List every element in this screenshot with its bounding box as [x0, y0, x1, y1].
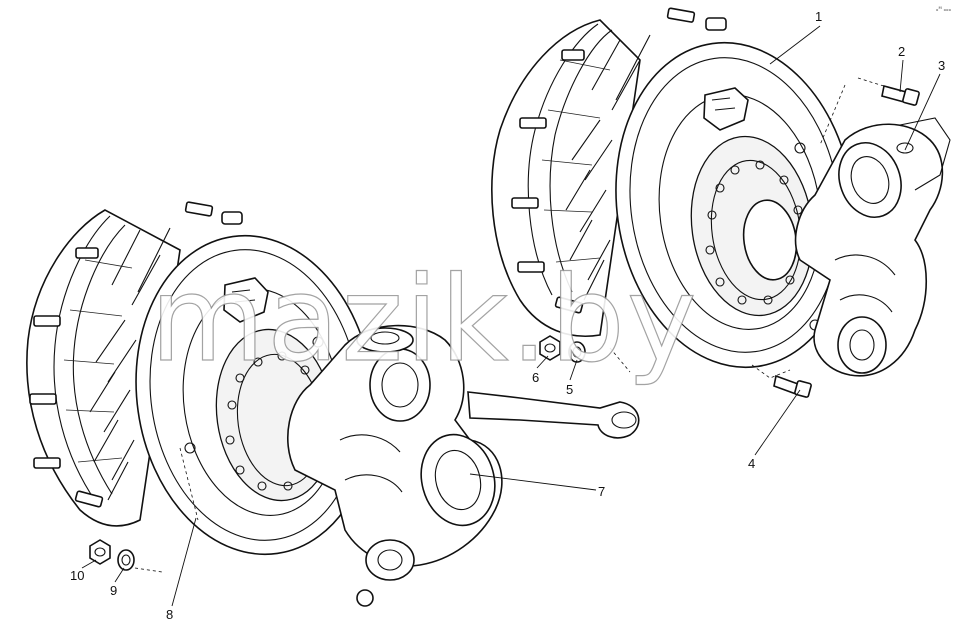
callout-8: 8	[166, 607, 173, 622]
watermark-text: mazik.by	[150, 250, 699, 388]
callout-5: 5	[566, 382, 573, 397]
right-wheel-studs	[511, 7, 727, 314]
callout-labels: 1 2 3 4 5 6 7 8 9 10	[70, 9, 945, 622]
callout-6: 6	[532, 370, 539, 385]
part-6-nut	[539, 335, 561, 361]
part-9-washer	[117, 549, 135, 571]
part-2-bolt	[881, 85, 920, 106]
right-drum-fins	[541, 34, 651, 301]
left-hub-drum-assembly	[26, 201, 640, 607]
callout-7: 7	[598, 484, 605, 499]
corner-mark: ₒᴹ ₒₒₒ	[936, 6, 952, 13]
callout-10: 10	[70, 568, 84, 583]
callout-1: 1	[815, 9, 822, 24]
right-hub-drum-assembly	[491, 7, 951, 398]
part-10-nut	[89, 539, 111, 565]
part-5-washer	[568, 341, 586, 363]
callout-3: 3	[938, 58, 945, 73]
callout-9: 9	[110, 583, 117, 598]
callout-4: 4	[748, 456, 755, 471]
left-wheel-studs	[29, 201, 243, 508]
left-drum-fins	[63, 227, 171, 501]
callout-2: 2	[898, 44, 905, 59]
leader-lines	[81, 25, 941, 607]
part-4-bolt	[773, 374, 812, 398]
